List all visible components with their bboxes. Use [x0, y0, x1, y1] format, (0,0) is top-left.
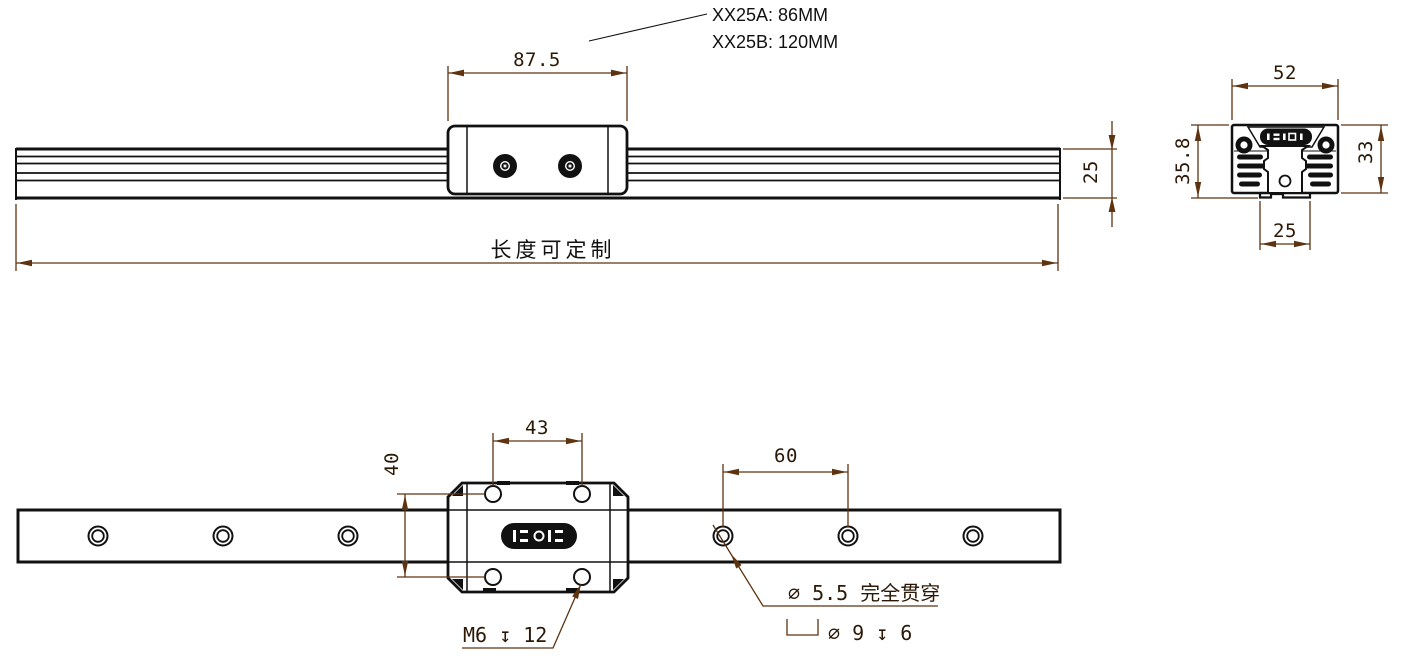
- dim-block-hole-spacing: 43: [492, 417, 583, 486]
- ball-circuit-hole: [1235, 136, 1253, 154]
- carriage-block-side: [446, 124, 629, 196]
- through-hole-callout-text: ⌀ 5.5 完全贯穿: [788, 581, 940, 605]
- dim-text-87-5: 87.5: [513, 49, 561, 71]
- block-thread-hole: [573, 485, 591, 503]
- thread-callout: M6 ↧ 12: [462, 583, 582, 649]
- rail-cross-section: [1258, 145, 1312, 194]
- dim-custom-length: 长度可定制: [15, 204, 1059, 271]
- block-thread-hole: [484, 568, 502, 586]
- counterbore-icon: [786, 619, 819, 636]
- rail-mounting-hole: [962, 525, 984, 547]
- grease-port: [493, 154, 517, 178]
- dim-text-43: 43: [525, 417, 549, 439]
- dim-block-height: 33: [1341, 124, 1388, 194]
- brand-logo-plate: [501, 523, 577, 549]
- block-thread-hole: [484, 485, 502, 503]
- note-xx25a: XX25A: 86MM: [712, 5, 828, 25]
- dim-text-60: 60: [774, 445, 798, 467]
- seal-slats-left: [1237, 154, 1265, 187]
- brand-logo-plate: [1260, 128, 1312, 145]
- side-view: 87.5 XX25A: 86MM XX25B: 120MM 25 长度可定制: [15, 5, 1117, 271]
- variant-note: XX25A: 86MM XX25B: 120MM: [588, 5, 838, 52]
- dim-text-35-8: 35.8: [1172, 137, 1194, 185]
- rail-mounting-hole: [212, 525, 234, 547]
- note-xx25b: XX25B: 120MM: [712, 32, 838, 52]
- thread-callout-text: M6 ↧ 12: [463, 623, 547, 647]
- block-thread-hole: [573, 568, 591, 586]
- rail-mounting-hole: [87, 525, 109, 547]
- seal-slats-right: [1305, 154, 1333, 187]
- rail-foot: [1258, 192, 1312, 199]
- carriage-block-end-face: [1230, 123, 1340, 199]
- dim-text-33: 33: [1355, 140, 1377, 164]
- length-customizable-label: 长度可定制: [491, 238, 616, 262]
- dim-text-25-end: 25: [1273, 220, 1297, 242]
- end-view: 52 35.8 33 25: [1172, 62, 1388, 250]
- dim-rail-width: 25: [1259, 201, 1311, 250]
- counterbore-callout-text: ⌀ 9 ↧ 6: [828, 621, 912, 645]
- carriage-block-plan: [446, 481, 630, 594]
- dim-text-25-side: 25: [1080, 160, 1102, 184]
- rail-mounting-hole: [337, 525, 359, 547]
- dim-text-52: 52: [1273, 62, 1297, 84]
- plan-view: 43 40 60 M6 ↧ 12: [16, 417, 1062, 649]
- dim-block-length: 87.5: [447, 49, 628, 121]
- dim-block-hole-span: 40: [381, 452, 485, 578]
- dim-rail-hole-pitch: 60: [722, 445, 849, 527]
- dim-text-40: 40: [381, 452, 403, 476]
- grease-port: [558, 154, 582, 178]
- brand-plate-outline: [1246, 126, 1326, 148]
- dim-assembly-height: 35.8: [1172, 124, 1258, 199]
- counterbore-callout: ⌀ 9 ↧ 6: [786, 619, 912, 645]
- ball-circuit-hole: [1317, 136, 1335, 154]
- rail-mounting-hole: [837, 525, 859, 547]
- dim-rail-height: 25: [1063, 121, 1117, 227]
- through-hole-callout: ⌀ 5.5 完全贯穿: [712, 524, 940, 607]
- dim-block-width: 52: [1231, 62, 1339, 120]
- rail-end-hole: [1278, 174, 1292, 188]
